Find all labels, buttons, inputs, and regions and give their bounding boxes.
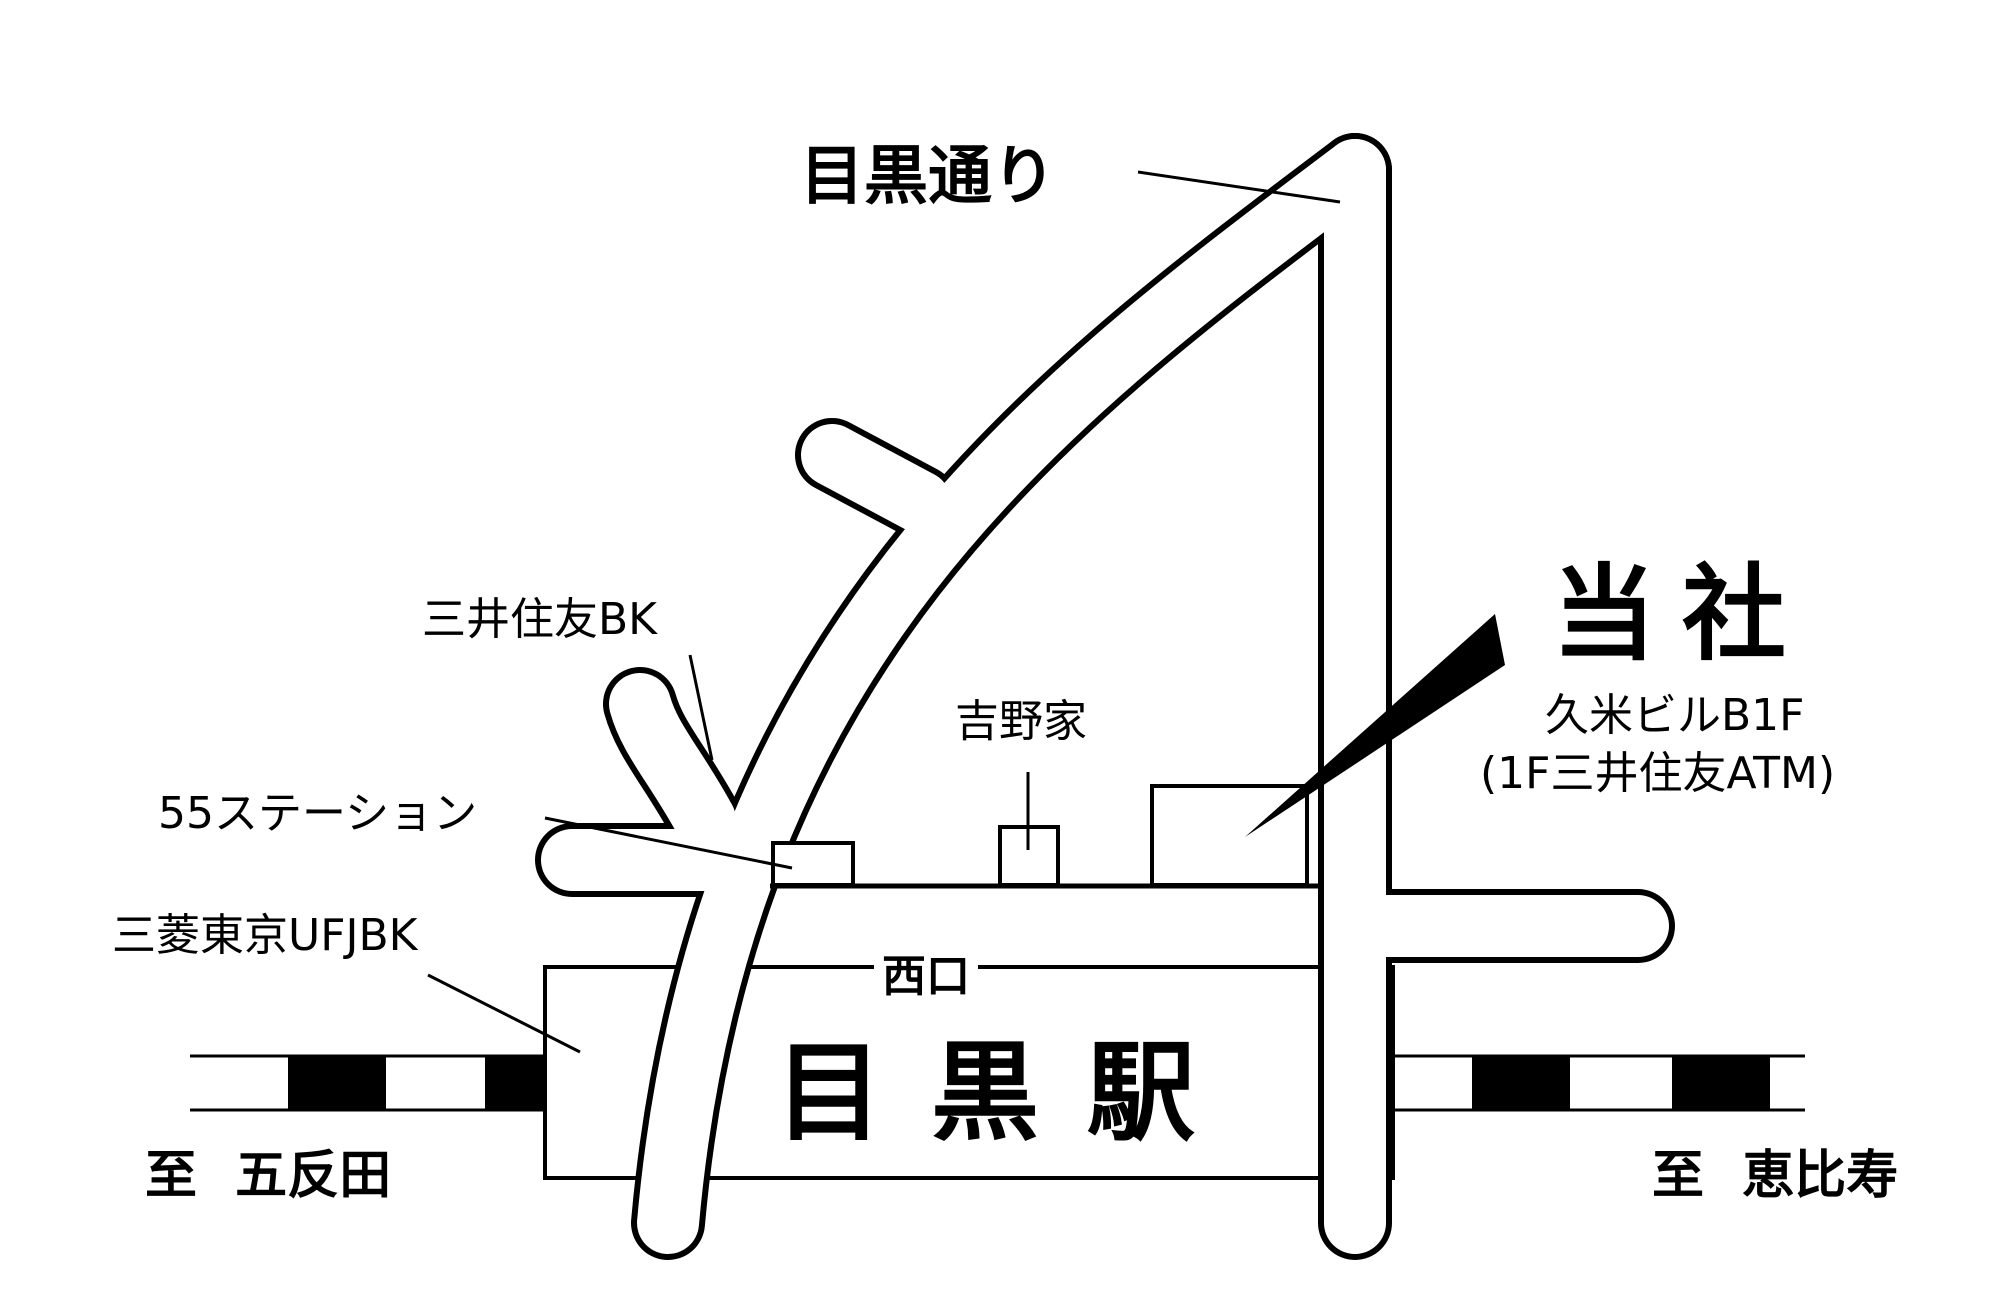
building-label: 久米ビルB1F [1545, 690, 1805, 741]
smbc-bank-label: 三井住友BK [422, 594, 658, 645]
company-pointer-icon [1245, 614, 1505, 837]
station-55-label: 55ステーション [158, 788, 478, 839]
station-label: 目黒駅 [775, 1031, 1244, 1156]
street-label: 目黒通り [800, 140, 1056, 214]
mufg-bank-label: 三菱東京UFJBK [112, 910, 418, 961]
to-ebisu-label: 至 恵比寿 [1652, 1146, 1899, 1206]
railway-left [190, 1054, 545, 1112]
to-gotanda-label: 至 五反田 [145, 1146, 392, 1206]
railway-right [1393, 1054, 1805, 1112]
yoshinoya-label: 吉野家 [955, 696, 1087, 747]
atm-label: (1F三井住友ATM) [1480, 748, 1836, 799]
west-exit-label: 西口 [874, 955, 978, 999]
station-55-building [771, 841, 855, 887]
kume-building [1150, 784, 1309, 887]
company-label: 当社 [1552, 553, 1813, 675]
road-network [535, 133, 1675, 1260]
leader-lines [427, 170, 1341, 1054]
